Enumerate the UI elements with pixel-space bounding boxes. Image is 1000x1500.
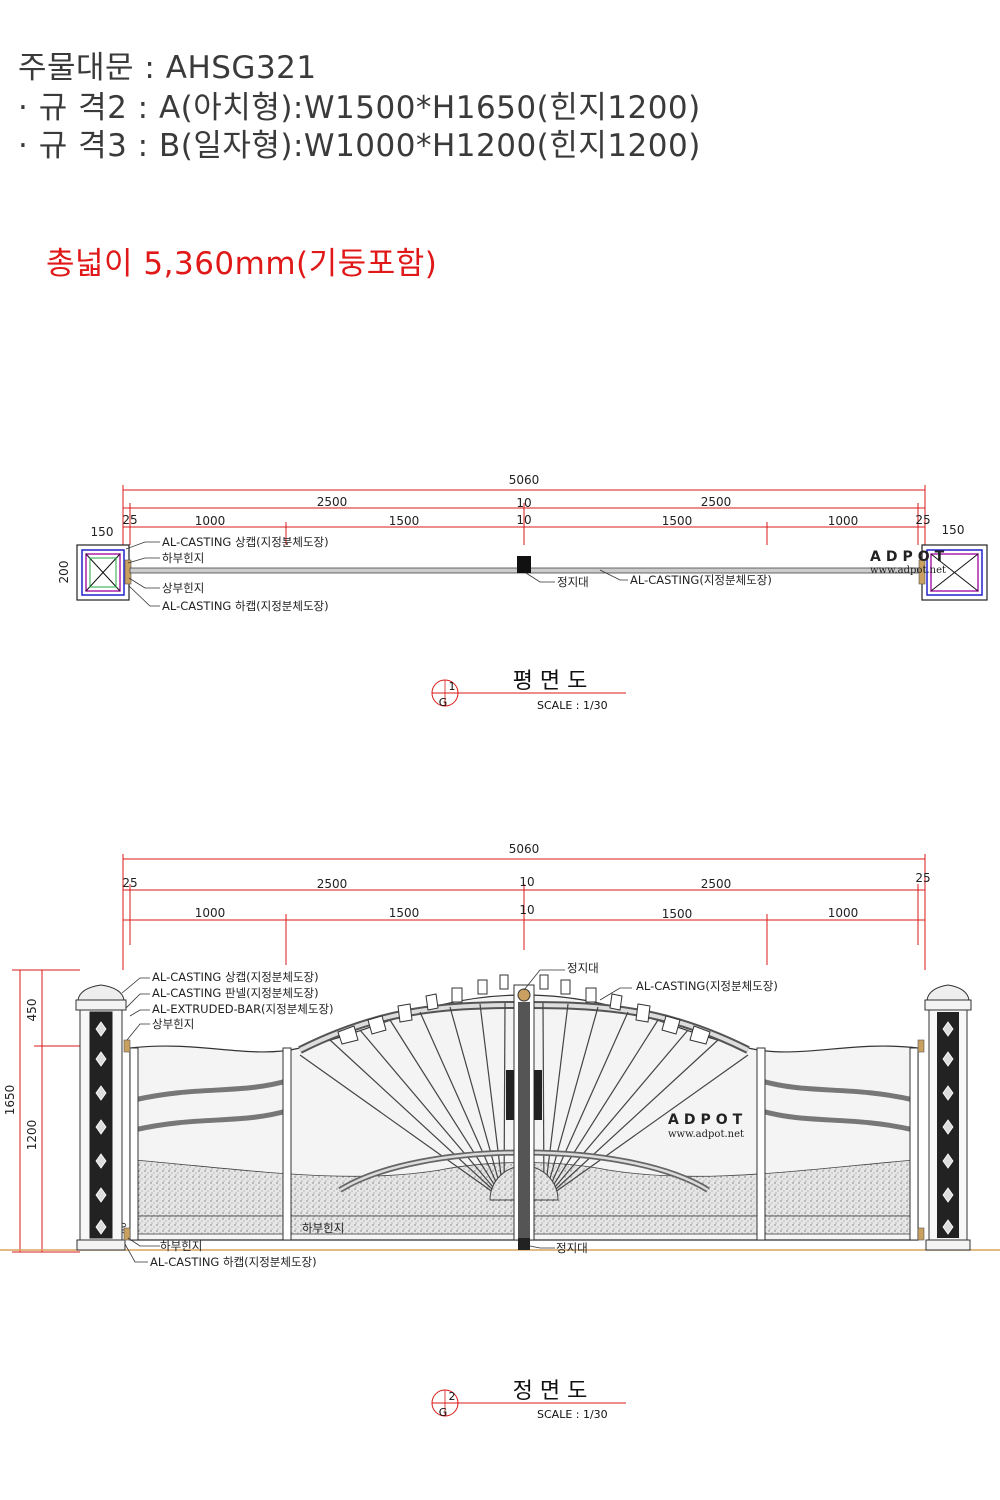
elev-watermark-url: www.adpot.net — [668, 1129, 744, 1140]
plan-watermark-brand: ADPOT — [870, 549, 949, 565]
plan-left-post — [76, 544, 132, 601]
spec-line-2: · 규 격2 : A(아치형):W1500*H1650(힌지1200) — [18, 90, 701, 126]
plan-label-al-casting: AL-CASTING(지정분체도장) — [630, 573, 772, 587]
plan-dim-post-left: 150 — [91, 525, 114, 539]
product-title: 주물대문 : AHSG321 — [18, 50, 317, 86]
elevation-view-title: 정 면 도 — [513, 1379, 588, 1404]
elev-label-stopper-top: 정지대 — [567, 961, 599, 975]
elev-dim-height-top: 450 — [25, 999, 39, 1022]
plan-dim-seg4: 1000 — [828, 514, 859, 528]
plan-dim-edge-left: 25 — [122, 513, 137, 527]
elevation-title-block: 2 G 정 면 도 SCALE : 1/30 — [431, 1379, 626, 1421]
plan-label-bottom-cap: AL-CASTING 하캡(지정분체도장) — [162, 599, 329, 613]
plan-dim-left-half: 2500 — [317, 495, 348, 509]
elev-dim-center-gap: 10 — [519, 875, 534, 889]
plan-dim-edge-right: 25 — [915, 513, 930, 527]
elev-label-bar: AL-EXTRUDED-BAR(지정분체도장) — [152, 1002, 334, 1016]
elevation-view-number: 2 — [449, 1390, 456, 1403]
plan-dim-center-gap: 10 — [516, 496, 531, 510]
elev-dim-right-half: 2500 — [701, 877, 732, 891]
plan-dim-seg1: 1000 — [195, 514, 226, 528]
elev-watermark-brand: ADPOT — [668, 1112, 747, 1128]
elev-gate-body — [123, 974, 925, 1250]
elev-left-pillar — [75, 984, 127, 1251]
plan-watermark-url: www.adpot.net — [870, 565, 946, 576]
elev-label-al-casting: AL-CASTING(지정분체도장) — [636, 979, 778, 993]
elev-dim-height-total: 1650 — [3, 1085, 17, 1116]
elev-label-lower-hinge-mid: 하부힌지 — [302, 1221, 344, 1235]
plan-right-post — [918, 544, 988, 601]
elev-label-bottom-cap: AL-CASTING 하캡(지정분체도장) — [150, 1255, 317, 1269]
plan-dim-right-half: 2500 — [701, 495, 732, 509]
elevation-view: 5060 25 2500 10 2500 25 1000 1500 10 150… — [0, 842, 1000, 1421]
plan-title-block: 1 G 평 면 도 SCALE : 1/30 — [431, 669, 626, 712]
elev-label-stopper-bottom: 정지대 — [556, 1241, 588, 1255]
plan-stopper — [517, 556, 531, 573]
elevation-sheet-letter: G — [439, 1406, 448, 1419]
plan-scale: SCALE : 1/30 — [537, 699, 608, 712]
elev-label-panel: AL-CASTING 판넬(지정분체도장) — [152, 986, 319, 1000]
elev-dim-seg1: 1000 — [195, 906, 226, 920]
elevation-dimension-lines — [12, 854, 926, 1253]
plan-view-number: 1 — [449, 680, 456, 693]
plan-label-upper-hinge: 상부힌지 — [162, 581, 204, 595]
plan-view: 5060 2500 10 2500 25 1000 1500 10 1500 1… — [57, 473, 988, 712]
elev-dim-left-half: 2500 — [317, 877, 348, 891]
elev-dim-total: 5060 — [509, 842, 540, 856]
plan-dim-seg2: 1500 — [389, 514, 420, 528]
elev-label-upper-hinge: 상부힌지 — [152, 1017, 194, 1031]
elev-dim-center-gap2: 10 — [519, 903, 534, 917]
plan-dim-center-gap2: 10 — [516, 513, 531, 527]
plan-view-title: 평 면 도 — [513, 669, 588, 694]
total-width-note: 총넓이 5,360mm(기둥포함) — [46, 246, 438, 282]
plan-sheet-letter: G — [439, 696, 448, 709]
elev-label-lower-hinge: 하부힌지 — [160, 1239, 202, 1253]
elev-dim-height-hinge: 1200 — [25, 1120, 39, 1151]
elev-dim-edge-left: 25 — [122, 876, 137, 890]
plan-label-top-cap: AL-CASTING 상캡(지정분체도장) — [162, 535, 329, 549]
spec-line-3: · 규 격3 : B(일자형):W1000*H1200(힌지1200) — [18, 128, 701, 164]
elev-dim-seg2: 1500 — [389, 906, 420, 920]
plan-dim-seg3: 1500 — [662, 514, 693, 528]
plan-dim-post-right: 150 — [942, 523, 965, 537]
plan-label-lower-hinge: 하부힌지 — [162, 551, 204, 565]
plan-dim-post-depth: 200 — [57, 561, 71, 584]
elev-right-pillar — [924, 984, 972, 1251]
elev-dim-seg3: 1500 — [662, 907, 693, 921]
elev-label-top-cap: AL-CASTING 상캡(지정분체도장) — [152, 970, 319, 984]
elev-dim-seg4: 1000 — [828, 906, 859, 920]
plan-dim-total: 5060 — [509, 473, 540, 487]
elevation-scale: SCALE : 1/30 — [537, 1408, 608, 1421]
plan-label-stopper: 정지대 — [557, 575, 589, 589]
plan-dimension-lines — [122, 485, 926, 545]
elev-dim-edge-right: 25 — [915, 871, 930, 885]
